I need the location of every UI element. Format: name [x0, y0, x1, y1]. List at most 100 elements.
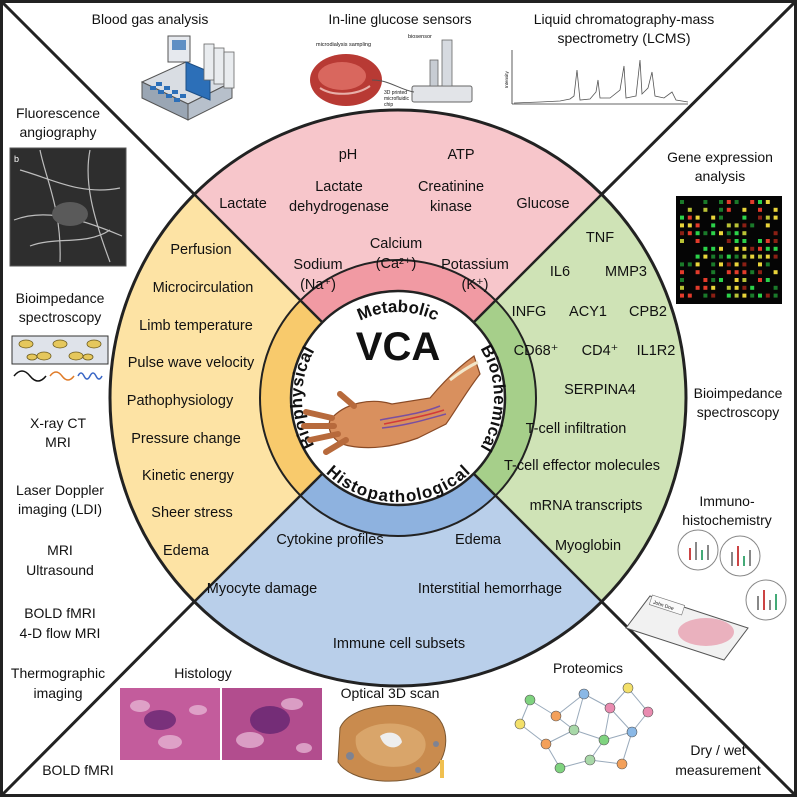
hand-illustration	[301, 355, 481, 455]
network-node	[540, 738, 552, 750]
diagonal-top-left	[0, 0, 198, 198]
microarray-spot	[680, 293, 684, 298]
microarray-spot	[711, 262, 716, 267]
metabolic-quadrant	[110, 110, 686, 398]
outer-circle	[108, 108, 688, 688]
microarray-spot	[758, 270, 762, 275]
microarray-spot	[711, 231, 716, 236]
microarray-spot	[765, 239, 770, 243]
microarray-spot	[750, 270, 755, 275]
glucose-chip-label-1: microdialysis sampling	[316, 42, 371, 48]
microarray-spot	[695, 215, 700, 220]
microarray-spot	[719, 215, 723, 220]
microarray-spot	[742, 215, 747, 220]
item-limb-temperature: Limb temperature	[139, 318, 253, 334]
microarray-spot	[773, 215, 778, 220]
label-ldi-line1: Laser Doppler	[16, 482, 104, 498]
microarray-spot	[773, 254, 778, 259]
microarray-spot	[695, 270, 700, 275]
network-node	[568, 724, 580, 736]
microarray-spot	[687, 223, 692, 228]
glucose-chip-label-3: 3D printed	[384, 90, 407, 96]
glucose-sensor-image: microdialysis sampling biosensor 3D prin…	[310, 34, 473, 108]
network-edge	[555, 693, 585, 717]
label-immuno-line1: Immuno-	[699, 493, 755, 509]
label-ultrasound: Ultrasound	[26, 562, 94, 578]
microarray-spot	[719, 231, 723, 236]
glucose-chip-label-4: microfluidic	[384, 96, 410, 102]
microarray-spot	[742, 207, 747, 212]
diagonal-bottom-right	[598, 598, 797, 797]
microarray-spot	[773, 270, 778, 275]
microarray-spot	[703, 278, 708, 282]
microarray-spot	[695, 239, 700, 243]
microarray-spot	[773, 293, 778, 298]
microarray-spot	[750, 200, 755, 204]
item-mrna: mRNA transcripts	[530, 498, 643, 514]
microarray-spot	[726, 270, 731, 275]
item-myocyte-damage: Myocyte damage	[207, 581, 317, 597]
item-ldh-line2: dehydrogenase	[289, 199, 389, 215]
label-gene-expression-line2: analysis	[695, 168, 746, 184]
microarray-spot	[726, 293, 731, 298]
microarray-spot	[680, 223, 684, 228]
microarray-spot	[726, 200, 731, 204]
microarray-spot	[773, 239, 778, 243]
biophysical-items: Perfusion Microcirculation Limb temperat…	[127, 242, 255, 559]
label-proteomics: Proteomics	[553, 660, 623, 676]
label-xray-ct: X-ray CT	[30, 415, 86, 431]
network-node	[584, 754, 596, 766]
item-microcirculation: Microcirculation	[153, 280, 254, 296]
microarray-spot	[719, 262, 723, 267]
microarray-spot	[719, 254, 723, 259]
microarray-spot	[765, 262, 770, 267]
item-cytokine-profiles: Cytokine profiles	[276, 532, 383, 548]
item-sodium-line1: Sodium	[293, 257, 342, 273]
label-mri: MRI	[47, 542, 73, 558]
item-ck-line2: kinase	[430, 199, 472, 215]
lcms-axis-label: Intensity	[504, 70, 509, 88]
metabolic-items: pH ATP Lactate Lactate dehydrogenase Cre…	[219, 147, 569, 293]
microarray-spot	[703, 293, 708, 298]
network-node	[598, 734, 610, 746]
microarray-spot	[695, 231, 700, 236]
bioimpedance-cartoon-image	[11, 335, 109, 382]
microarray-spot	[695, 285, 700, 290]
microarray-spot	[765, 254, 770, 259]
microarray-spot	[742, 231, 747, 236]
microarray-spot	[758, 215, 762, 220]
label-bold-fmri: BOLD fMRI	[24, 605, 96, 621]
item-infg: INFG	[512, 304, 547, 320]
microarray-spot	[703, 285, 708, 290]
microarray-spot	[680, 239, 684, 243]
label-histology: Histology	[174, 665, 232, 681]
microarray-spot	[750, 254, 755, 259]
microarray-spot	[711, 285, 716, 290]
microarray-spot	[719, 200, 723, 204]
label-blood-gas: Blood gas analysis	[92, 11, 209, 27]
item-tcell-infiltration: T-cell infiltration	[526, 421, 627, 437]
item-pathophysiology: Pathophysiology	[127, 393, 234, 409]
microarray-spot	[773, 231, 778, 236]
network-node	[642, 706, 654, 718]
microarray-spot	[750, 285, 755, 290]
network-node	[550, 710, 562, 722]
item-tnf: TNF	[586, 230, 614, 246]
item-sheer-stress: Sheer stress	[151, 505, 232, 521]
microarray-spot	[734, 231, 739, 236]
label-thermographic-line2: imaging	[33, 685, 82, 701]
item-edema-histo: Edema	[455, 532, 502, 548]
microarray-spot	[711, 293, 716, 298]
label-thermographic-line1: Thermographic	[11, 665, 105, 681]
microarray-spot	[703, 231, 708, 236]
microarray-spot	[695, 262, 700, 267]
microarray-spot	[758, 293, 762, 298]
microarray-spot	[765, 246, 770, 251]
microarray-spot	[726, 207, 731, 212]
glucose-chip-label-2: biosensor	[408, 34, 432, 40]
microarray-spot	[680, 200, 684, 204]
microarray-spot	[687, 262, 692, 267]
blood-gas-analyzer-image	[140, 35, 235, 121]
microarray-spot	[765, 293, 770, 298]
